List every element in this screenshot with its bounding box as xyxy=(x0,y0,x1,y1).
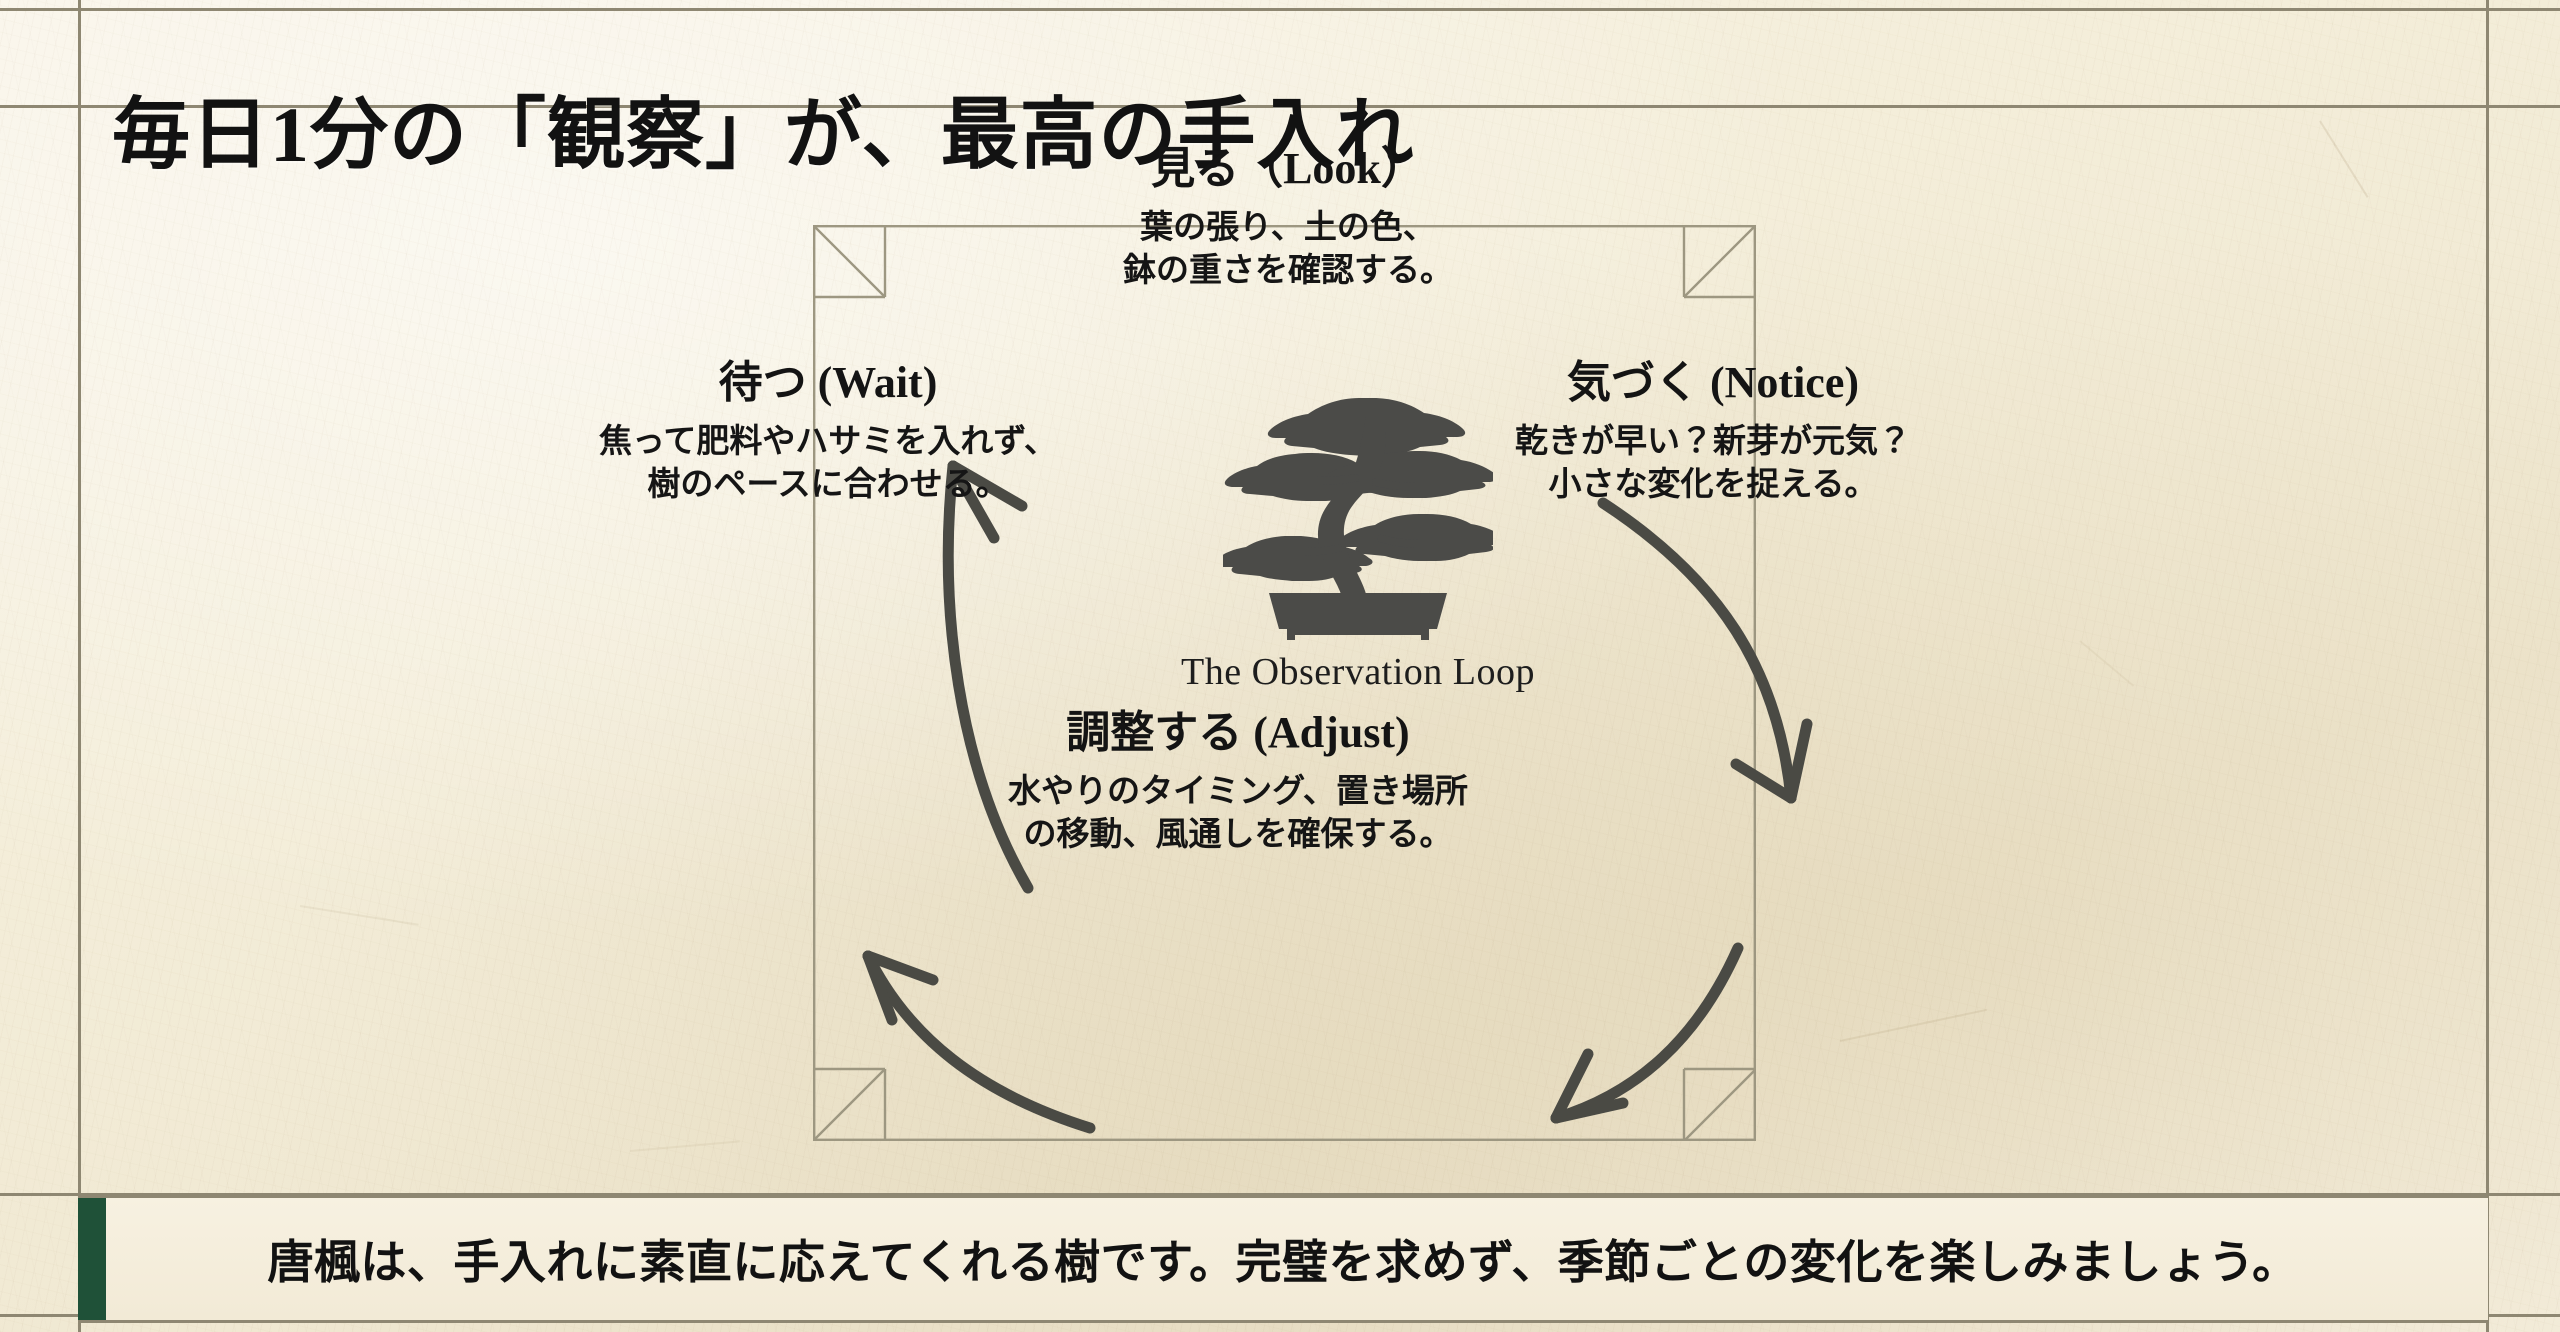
footer-banner: 唐楓は、手入れに素直に応えてくれる樹です。完璧を求めず、季節ごとの変化を楽しみま… xyxy=(78,1195,2488,1323)
loop-node-notice: 気づく (Notice) 乾きが早い？新芽が元気？ 小さな変化を捉える。 xyxy=(1333,358,2093,506)
loop-center-label: The Observation Loop xyxy=(1180,651,1536,693)
loop-node-adjust: 調整する (Adjust) 水やりのタイミング、置き場所 の移動、風通しを確保す… xyxy=(778,708,1698,856)
loop-node-look-description: 葉の張り、土の色、 鉢の重さを確認する。 xyxy=(1123,207,1453,289)
loop-node-wait: 待つ (Wait) 焦って肥料やハサミを入れず、 樹のペースに合わせる。 xyxy=(458,358,1198,506)
loop-node-wait-description: 焦って肥料やハサミを入れず、 樹のペースに合わせる。 xyxy=(598,421,1058,503)
loop-node-notice-title: 気づく (Notice) xyxy=(1566,358,1859,407)
bonsai-tree-icon xyxy=(1223,398,1493,640)
page-title: 毎日1分の「観察」が、最高の手入れ xyxy=(112,91,1415,179)
loop-node-notice-description: 乾きが早い？新芽が元気？ 小さな変化を捉える。 xyxy=(1515,421,1911,503)
loop-node-adjust-description: 水やりのタイミング、置き場所 の移動、風通しを確保する。 xyxy=(1008,771,1468,853)
banner-accent-bar xyxy=(78,1198,106,1320)
loop-node-wait-title: 待つ (Wait) xyxy=(718,358,938,407)
observation-loop-diagram: 見る（Look） 葉の張り、土の色、 鉢の重さを確認する。 気づく (Notic… xyxy=(78,108,2488,1196)
loop-node-adjust-title: 調整する (Adjust) xyxy=(1066,708,1410,757)
frame-rule-top xyxy=(0,8,2560,11)
loop-node-look-title: 見る（Look） xyxy=(1151,144,1425,193)
loop-node-look: 見る（Look） 葉の張り、土の色、 鉢の重さを確認する。 xyxy=(868,144,1708,292)
banner-text: 唐楓は、手入れに素直に応えてくれる樹です。完璧を求めず、季節ごとの変化を楽しみま… xyxy=(267,1236,2299,1288)
loop-center: The Observation Loop xyxy=(1138,386,1578,694)
